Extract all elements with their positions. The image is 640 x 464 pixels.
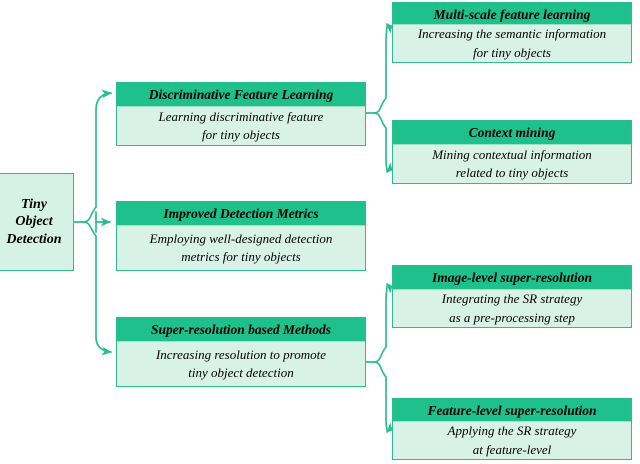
node-discriminative-feature-learning[interactable]: Discriminative Feature Learning Learning… (116, 82, 366, 146)
connector-srm-to-children (365, 283, 397, 433)
node-context-mining[interactable]: Context mining Mining contextual informa… (392, 120, 632, 184)
connector-root-to-branches (73, 89, 113, 356)
node-title: Image-level super-resolution (393, 266, 631, 289)
node-title: Super-resolution based Methods (117, 318, 365, 341)
node-improved-detection-metrics[interactable]: Improved Detection Metrics Employing wel… (116, 201, 366, 271)
node-title: Improved Detection Metrics (117, 202, 365, 225)
node-title: Context mining (393, 121, 631, 144)
node-description: Integrating the SR strategy as a pre-pro… (393, 289, 631, 327)
node-multi-scale-feature-learning[interactable]: Multi-scale feature learning Increasing … (392, 2, 632, 63)
node-title: Feature-level super-resolution (393, 399, 631, 422)
root-node-label: Tiny Object Detection (6, 196, 62, 247)
node-title: Multi-scale feature learning (393, 3, 631, 25)
node-description: Learning discriminative feature for tiny… (117, 106, 365, 145)
node-feature-level-super-resolution[interactable]: Feature-level super-resolution Applying … (392, 398, 632, 460)
node-title: Discriminative Feature Learning (117, 83, 365, 106)
node-description: Applying the SR strategy at feature-leve… (393, 421, 631, 459)
node-description: Increasing resolution to promote tiny ob… (117, 341, 365, 386)
node-super-resolution-based-methods[interactable]: Super-resolution based Methods Increasin… (116, 317, 366, 387)
node-description: Employing well-designed detection metric… (117, 225, 365, 270)
node-description: Mining contextual information related to… (393, 144, 631, 183)
connector-dfl-to-children (365, 23, 397, 173)
node-image-level-super-resolution[interactable]: Image-level super-resolution Integrating… (392, 265, 632, 328)
node-description: Increasing the semantic information for … (393, 24, 631, 62)
root-node-tiny-object-detection[interactable]: Tiny Object Detection (0, 173, 74, 271)
